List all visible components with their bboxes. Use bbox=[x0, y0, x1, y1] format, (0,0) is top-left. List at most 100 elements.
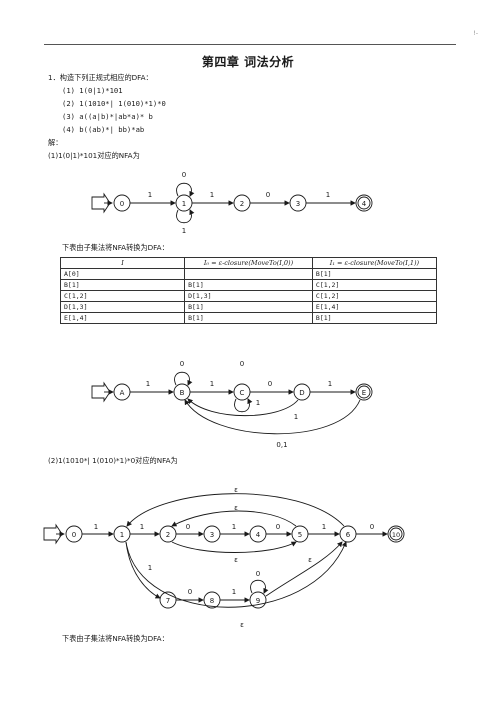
question-item-4: (4) b((ab)*| bb)*ab bbox=[62, 125, 145, 134]
state-2-label: 2 bbox=[240, 200, 244, 208]
edge-label: 1 bbox=[146, 380, 150, 388]
dfa-diagram-1: A B C D E 1 1 0 1 0 0 1 1 0,1 bbox=[91, 360, 373, 449]
table-header-row: I I₀ = ε-closure(MoveTo(I,0)) I₁ = ε-clo… bbox=[59, 257, 438, 269]
state-C-label: C bbox=[240, 389, 245, 397]
cell: A[0] bbox=[59, 268, 186, 280]
loop-label-b: 0 bbox=[180, 360, 184, 368]
state-9-label: 9 bbox=[256, 597, 260, 605]
cell: B[1] bbox=[184, 312, 313, 324]
state-4-label: 4 bbox=[256, 531, 261, 539]
cell: D[1,3] bbox=[59, 301, 186, 313]
table-row: A[0] B[1] bbox=[59, 268, 438, 280]
loop-label-c-top: 0 bbox=[240, 360, 244, 368]
state-7-label: 7 bbox=[166, 597, 170, 605]
state-9 bbox=[249, 591, 267, 609]
edge-label: 1 bbox=[322, 523, 326, 531]
state-E-label: E bbox=[362, 389, 366, 397]
table-row: E[1,4] B[1] B[1] bbox=[59, 312, 438, 324]
state-3-label: 3 bbox=[210, 531, 214, 539]
question-item-3: (3) a((a|b)*|ab*a)* b bbox=[62, 112, 153, 121]
state-6-label: 6 bbox=[346, 531, 351, 539]
state-4-label: 4 bbox=[362, 200, 367, 208]
state-8-label: 8 bbox=[210, 597, 214, 605]
epsilon-label: ε bbox=[234, 556, 238, 564]
edge-label-d-b: 1 bbox=[294, 413, 298, 421]
start-arrow bbox=[43, 523, 65, 545]
col-header-i1: I₁ = ε-closure(MoveTo(I,1)) bbox=[311, 257, 438, 269]
edge-label: 1 bbox=[140, 523, 144, 531]
state-5-label: 5 bbox=[298, 531, 302, 539]
table-row: C[1,2] D[1,3] C[1,2] bbox=[59, 290, 438, 302]
solution-label: 解： bbox=[48, 138, 63, 147]
state-1-label: 1 bbox=[120, 531, 124, 539]
cell: E[1,4] bbox=[59, 312, 186, 324]
state-B-label: B bbox=[180, 389, 185, 397]
state-1-label: 1 bbox=[182, 200, 186, 208]
epsilon-label: ε bbox=[234, 504, 238, 512]
nfa-diagram-1: 0 1 2 3 4 1 1 0 1 0 1 bbox=[91, 171, 373, 235]
edge-label: 0 bbox=[188, 588, 192, 596]
edge-label: 0 bbox=[186, 523, 190, 531]
cell: C[1,2] bbox=[59, 290, 186, 302]
edge-label: 0 bbox=[266, 191, 270, 199]
state-10-label: 10 bbox=[392, 531, 400, 539]
question-item-2: (2) 1(1010*| 1(010)*1)*0 bbox=[62, 99, 166, 108]
loop-label-bottom: 1 bbox=[182, 227, 186, 235]
cell: D[1,3] bbox=[184, 290, 313, 302]
edge-label: 1 bbox=[148, 191, 152, 199]
cell: B[1] bbox=[184, 301, 313, 313]
edge-label: 1 bbox=[232, 523, 236, 531]
header-rule bbox=[44, 44, 456, 45]
part2-nfa-caption: (2)1(1010*| 1(010)*1)*0对应的NFA为 bbox=[48, 456, 178, 465]
edge-label: 1 bbox=[328, 380, 332, 388]
epsilon-label: ε bbox=[240, 621, 244, 629]
edge-label: 1 bbox=[232, 588, 236, 596]
state-A-label: A bbox=[120, 389, 125, 397]
state-E-accept-ring bbox=[357, 385, 371, 399]
state-4-accept-ring bbox=[357, 196, 371, 210]
state-4 bbox=[355, 194, 373, 212]
edge-label-e-b: 0,1 bbox=[276, 441, 287, 449]
edge-label: 1 bbox=[94, 523, 98, 531]
part1-nfa-caption: (1)1(0|1)*101对应的NFA为 bbox=[48, 151, 140, 160]
cell: B[1] bbox=[311, 312, 438, 324]
state-3-label: 3 bbox=[296, 200, 300, 208]
question-heading: 1．构造下列正规式相应的DFA： bbox=[48, 73, 153, 82]
subset-construction-table: I I₀ = ε-closure(MoveTo(I,0)) I₁ = ε-clo… bbox=[59, 257, 438, 324]
page-marker: !- bbox=[473, 30, 478, 37]
col-header-i0: I₀ = ε-closure(MoveTo(I,0)) bbox=[184, 257, 313, 269]
edge-label: 1 bbox=[326, 191, 330, 199]
state-D-label: D bbox=[299, 389, 304, 397]
question-item-1: (1) 1(0|1)*101 bbox=[62, 86, 123, 95]
table-row: D[1,3] B[1] E[1,4] bbox=[59, 301, 438, 313]
edge-label: 0 bbox=[370, 523, 374, 531]
edge-label: 1 bbox=[210, 191, 214, 199]
cell: B[1] bbox=[311, 268, 438, 280]
col-header-i: I bbox=[59, 257, 186, 269]
cell: C[1,2] bbox=[311, 279, 438, 291]
cell bbox=[184, 268, 313, 280]
epsilon-label: ε bbox=[234, 486, 238, 494]
start-arrow bbox=[91, 192, 113, 214]
state-2-label: 2 bbox=[166, 531, 170, 539]
part1-table-caption: 下表由子集法将NFA转换为DFA： bbox=[62, 243, 169, 252]
state-10 bbox=[387, 525, 405, 543]
loop-label-9: 0 bbox=[256, 570, 260, 578]
state-0-label: 0 bbox=[72, 531, 76, 539]
table-row: B[1] B[1] C[1,2] bbox=[59, 279, 438, 291]
loop-label-c-bottom: 1 bbox=[256, 399, 260, 407]
edge-label: 0 bbox=[268, 380, 272, 388]
part2-table-caption: 下表由子集法将NFA转换为DFA： bbox=[62, 634, 169, 643]
chapter-title: 第四章 词法分析 bbox=[201, 55, 295, 69]
nfa-diagram-2: 0 1 2 3 4 5 6 10 7 8 9 1 1 0 1 0 1 0 ε ε… bbox=[43, 486, 405, 629]
edge-label: 1 bbox=[148, 564, 152, 572]
loop-label-top: 0 bbox=[182, 171, 186, 179]
cell: C[1,2] bbox=[311, 290, 438, 302]
start-arrow bbox=[91, 381, 114, 403]
state-E bbox=[355, 383, 373, 401]
cell: B[1] bbox=[59, 279, 186, 291]
edge-label: 0 bbox=[276, 523, 280, 531]
cell: E[1,4] bbox=[311, 301, 438, 313]
state-10-accept-ring bbox=[389, 527, 403, 541]
epsilon-label: ε bbox=[308, 556, 312, 564]
